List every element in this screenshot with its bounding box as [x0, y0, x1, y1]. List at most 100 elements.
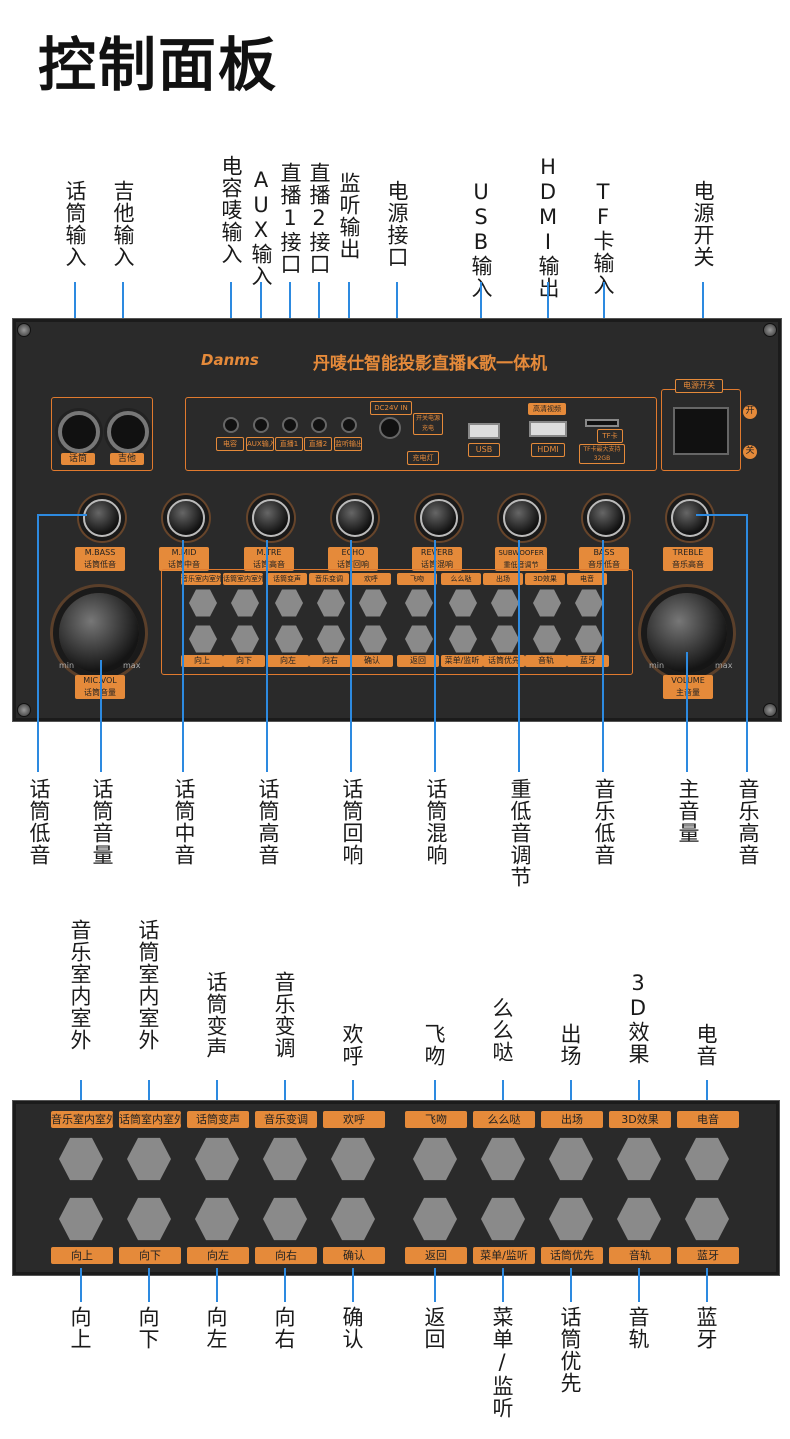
leader-line: [80, 1268, 82, 1302]
mic-treble-knob[interactable]: [252, 499, 290, 537]
function-button[interactable]: [617, 1137, 661, 1181]
zoom-bottom-label: 音轨: [626, 1306, 650, 1350]
button-tag: 出场: [541, 1111, 603, 1128]
page-title: 控制面板: [38, 31, 279, 99]
music-bass-knob[interactable]: [587, 499, 625, 537]
function-button[interactable]: [533, 589, 561, 617]
switch-on-tag: 开: [743, 405, 757, 419]
function-button[interactable]: [263, 1137, 307, 1181]
function-button[interactable]: [575, 625, 603, 653]
live2-jack[interactable]: [311, 417, 327, 433]
leader-line: [216, 1268, 218, 1302]
zoom-bottom-label: 确认: [340, 1306, 364, 1350]
hdmi-port[interactable]: [529, 421, 567, 437]
button-tag: 音乐变调: [309, 573, 349, 585]
subwoofer-knob[interactable]: [503, 499, 541, 537]
function-button[interactable]: [331, 1137, 375, 1181]
music-treble-knob[interactable]: [671, 499, 709, 537]
leader-line: [570, 1268, 572, 1302]
leader-line: [352, 1268, 354, 1302]
button-tag: 菜单/监听: [473, 1247, 535, 1264]
button-tag: 确认: [323, 1247, 385, 1264]
function-button[interactable]: [127, 1137, 171, 1181]
function-button[interactable]: [533, 625, 561, 653]
function-button[interactable]: [195, 1137, 239, 1181]
label-guitar-input: 吉他输入: [111, 180, 135, 268]
label-mic-mid: 话筒中音: [172, 778, 196, 866]
function-button[interactable]: [195, 1197, 239, 1241]
screw-icon: [763, 703, 777, 717]
button-tag: 向右: [255, 1247, 317, 1264]
function-button[interactable]: [575, 589, 603, 617]
function-button[interactable]: [549, 1137, 593, 1181]
screw-icon: [17, 323, 31, 337]
power-switch-tag: 电源开关: [675, 379, 723, 393]
label-tf-input: TF卡输入: [591, 180, 615, 296]
function-button[interactable]: [685, 1137, 729, 1181]
function-button[interactable]: [331, 1197, 375, 1241]
button-tag: 向上: [51, 1247, 113, 1264]
function-button[interactable]: [617, 1197, 661, 1241]
echo-knob[interactable]: [336, 499, 374, 537]
function-button[interactable]: [685, 1197, 729, 1241]
function-button[interactable]: [481, 1137, 525, 1181]
function-button[interactable]: [413, 1197, 457, 1241]
guitar-input-jack[interactable]: [107, 411, 149, 453]
leader-line: [434, 1268, 436, 1302]
zoom-top-label: 话筒室内室外: [136, 919, 160, 1051]
label-mic-volume: 话筒音量: [90, 778, 114, 866]
power-hint-tag: 开关电源充电: [413, 413, 443, 435]
power-switch[interactable]: [673, 407, 729, 455]
button-tag: 电音: [567, 573, 607, 585]
zoom-bottom-label: 蓝牙: [694, 1306, 718, 1350]
cap-mic-jack[interactable]: [223, 417, 239, 433]
button-tag: 欢呼: [351, 573, 391, 585]
button-tag: 话筒优先: [483, 655, 525, 667]
usb-port[interactable]: [468, 423, 500, 439]
button-tag: 向右: [309, 655, 351, 667]
label-power-port: 电源接口: [385, 180, 409, 268]
mic-volume-knob[interactable]: [59, 593, 139, 673]
button-tag: 音乐变调: [255, 1111, 317, 1128]
button-tag: 向下: [223, 655, 265, 667]
function-button[interactable]: [413, 1137, 457, 1181]
button-tag: 音轨: [525, 655, 567, 667]
label-cap-mic-input: 电容唛输入: [219, 155, 243, 265]
min-label: min: [59, 661, 75, 670]
brand-logo: Danms: [201, 351, 259, 369]
function-button[interactable]: [263, 1197, 307, 1241]
mic-bass-knob[interactable]: [83, 499, 121, 537]
button-tag: 出场: [483, 573, 523, 585]
zoom-bottom-label: 向下: [136, 1306, 160, 1350]
tf-slot[interactable]: [585, 419, 619, 427]
max-label: max: [123, 661, 141, 670]
zoom-bottom-label: 向右: [272, 1306, 296, 1350]
label-usb-input: USB输入: [469, 180, 493, 299]
label-live2: 直播2接口: [307, 162, 331, 275]
mic-guitar-section: [51, 397, 153, 471]
function-button[interactable]: [549, 1197, 593, 1241]
mic-input-jack[interactable]: [58, 411, 100, 453]
max-label: max: [715, 661, 733, 670]
dc-power-jack[interactable]: [379, 417, 401, 439]
min-label: min: [649, 661, 665, 670]
function-button[interactable]: [59, 1197, 103, 1241]
reverb-knob[interactable]: [420, 499, 458, 537]
usb-tag: USB: [468, 443, 500, 457]
function-button[interactable]: [127, 1197, 171, 1241]
function-button[interactable]: [481, 1197, 525, 1241]
monitor-tag: 监听输出: [334, 437, 362, 451]
zoom-top-label: 电音: [694, 1023, 718, 1067]
monitor-jack[interactable]: [341, 417, 357, 433]
aux-jack[interactable]: [253, 417, 269, 433]
live1-jack[interactable]: [282, 417, 298, 433]
label-mic-treble: 话筒高音: [256, 778, 280, 866]
cap-tag: 电容: [216, 437, 244, 451]
mic-mid-knob[interactable]: [167, 499, 205, 537]
function-button[interactable]: [59, 1137, 103, 1181]
live1-tag: 直播1: [275, 437, 303, 451]
